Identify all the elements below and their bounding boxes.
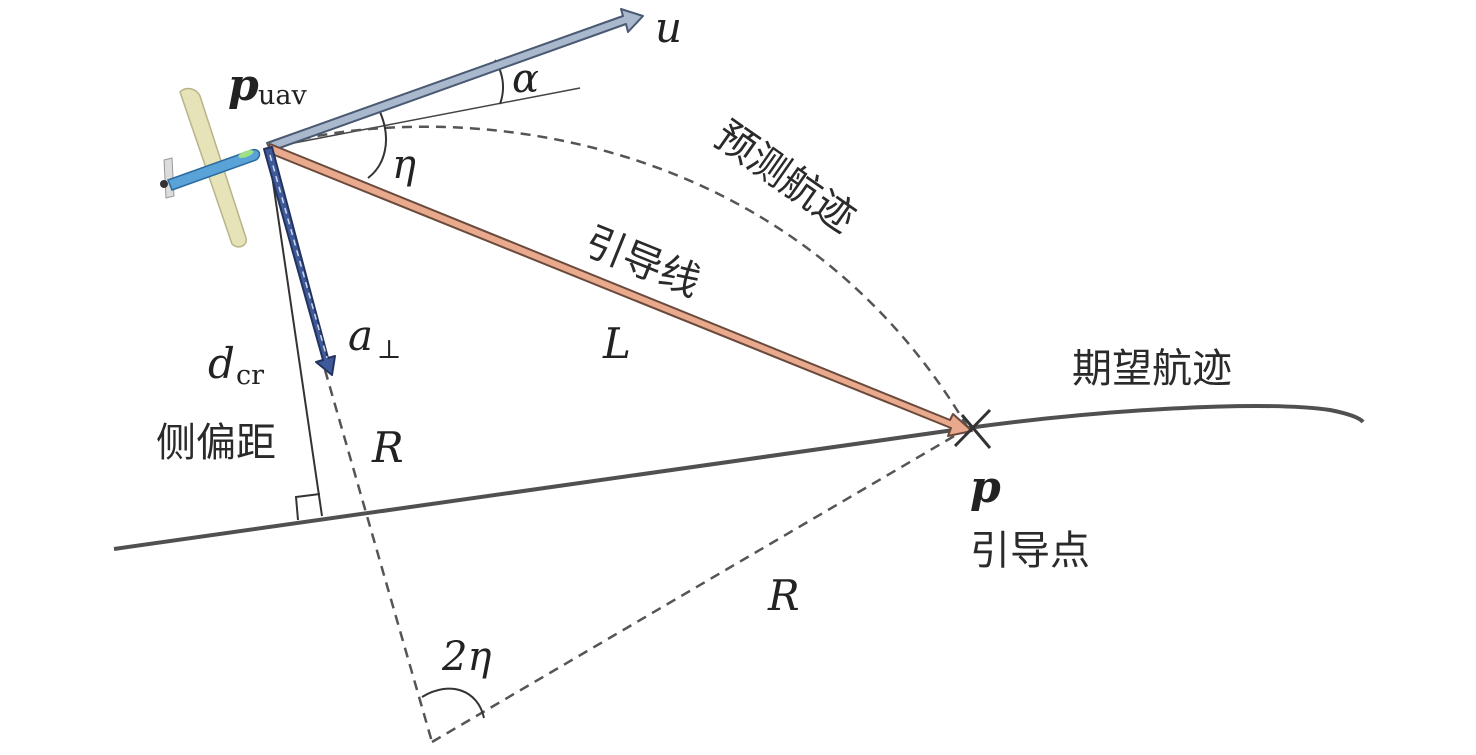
guidance-point-p-label: p [970,462,1001,513]
guidance-line-label: 引导线 [578,219,706,307]
two-eta-label: 2η [441,634,491,680]
eta-label: η [392,142,416,188]
R-upper-label: R [371,423,404,472]
L-label: L [602,319,631,368]
desired-track-label: 期望航迹 [1072,346,1232,392]
velocity-vector-u [266,8,644,152]
guidance-line-vector [266,143,973,437]
radius-line-upper [323,369,434,743]
a-perp-subscript: ⊥ [377,335,401,365]
guidance-point-label: 引导点 [970,528,1090,574]
right-angle-marker [294,493,321,521]
eta-angle-arc [367,111,387,179]
a-perp-label: a [348,311,373,360]
p-uav-subscript: uav [258,80,307,111]
uav-aircraft-icon [160,87,261,248]
desired-track-line [113,426,969,551]
guidance-point-marker [953,408,992,449]
predicted-track-arc [267,125,970,429]
acceleration-vector-dash [269,154,328,359]
p-uav-label: p [228,60,259,111]
cross-track-distance-label: 侧偏距 [156,420,276,466]
cross-track-line [267,147,323,517]
u-label: u [655,3,682,52]
alpha-reference-line [267,87,581,149]
two-eta-angle-arc [421,687,485,719]
radius-line-lower [431,426,969,744]
d-cr-subscript: cr [236,360,264,391]
R-lower-label: R [767,571,800,620]
d-cr-label: d [208,339,235,388]
predicted-track-label: 预测航迹 [706,113,863,242]
alpha-label: α [512,56,539,102]
desired-track-curve [967,404,1365,430]
